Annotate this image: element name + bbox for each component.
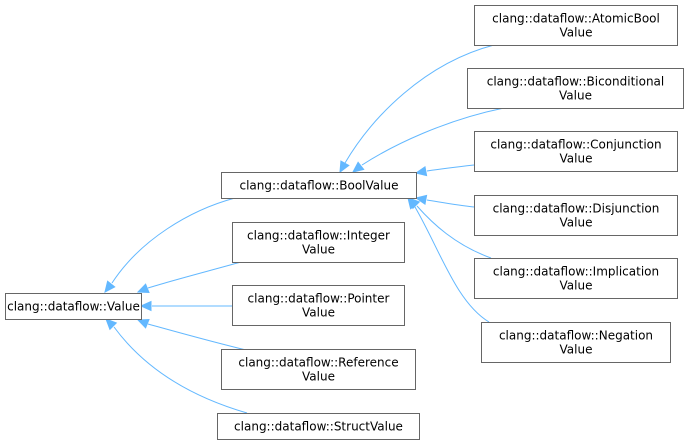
arrowhead-icon — [136, 318, 150, 329]
edge-line — [414, 206, 490, 323]
class-node-label-line: clang::dataflow::Implication — [493, 265, 659, 279]
edge-boolvalue-to-value — [104, 197, 236, 293]
arrowhead-icon — [352, 161, 365, 173]
edge-line — [147, 261, 242, 289]
class-node-label-line: Value — [560, 216, 593, 230]
class-node-label-line: Value — [302, 306, 335, 320]
class-node-label-line: clang::dataflow::Conjunction — [490, 138, 661, 152]
class-node-box — [481, 322, 671, 363]
class-node-label-line: clang::dataflow::StructValue — [234, 420, 403, 434]
edges-layer — [104, 44, 505, 414]
class-node-label-line: clang::dataflow::Negation — [499, 329, 653, 343]
edge-integer-to-value — [136, 261, 242, 294]
class-node-label-line: clang::dataflow::Integer — [247, 229, 390, 243]
edge-line — [113, 326, 248, 414]
edge-line — [111, 197, 236, 284]
class-node-label-line: Value — [560, 152, 593, 166]
arrowhead-icon — [105, 318, 118, 331]
class-node-label-line: clang::dataflow::Biconditional — [487, 75, 665, 89]
edge-atomicbool-to-boolvalue — [339, 44, 495, 174]
class-node-box — [232, 222, 405, 263]
arrowhead-icon — [139, 300, 152, 312]
class-node-box — [5, 293, 142, 320]
class-node-value[interactable]: clang::dataflow::Value — [5, 293, 142, 320]
class-node-label-line: Value — [560, 343, 593, 357]
edge-biconditional-to-boolvalue — [352, 107, 505, 173]
arrowhead-icon — [104, 280, 116, 293]
class-node-box — [232, 285, 405, 326]
class-node-box — [474, 195, 678, 236]
class-node-label-line: Value — [560, 26, 593, 40]
edge-pointer-to-value — [139, 300, 232, 312]
class-node-box — [221, 172, 417, 199]
class-node-box — [474, 131, 678, 172]
edge-structvalue-to-value — [105, 318, 248, 414]
class-node-box — [474, 5, 678, 46]
arrowhead-icon — [339, 160, 350, 174]
class-node-label-line: Value — [559, 89, 592, 103]
class-node-label-line: clang::dataflow::Disjunction — [493, 202, 660, 216]
nodes-layer: clang::dataflow::Value clang::dataflow::B… — [5, 5, 684, 440]
arrowhead-icon — [136, 283, 150, 294]
edge-line — [147, 323, 247, 351]
class-node-label-line: clang::dataflow::BoolValue — [240, 179, 399, 193]
edge-negation-to-boolvalue — [407, 197, 490, 323]
class-node-box — [217, 413, 420, 440]
arrowhead-icon — [414, 194, 428, 206]
edge-conjunction-to-boolvalue — [414, 164, 475, 177]
edge-line — [416, 205, 492, 259]
arrowhead-icon — [414, 165, 428, 177]
class-node-box — [221, 349, 416, 390]
edge-line — [426, 199, 475, 208]
class-node-label-line: Value — [302, 370, 335, 384]
edge-line — [426, 164, 475, 172]
class-node-box — [467, 68, 684, 109]
edge-line — [361, 107, 505, 166]
class-node-label-line: clang::dataflow::AtomicBool — [492, 12, 660, 26]
class-node-label-line: clang::dataflow::Reference — [238, 356, 398, 370]
edge-reference-to-value — [136, 318, 247, 351]
edge-disjunction-to-boolvalue — [414, 194, 475, 208]
class-node-label-line: clang::dataflow::Value — [7, 300, 140, 314]
class-node-label-line: clang::dataflow::Pointer — [248, 292, 390, 306]
class-node-box — [474, 258, 678, 299]
class-node-label-line: Value — [302, 243, 335, 257]
arrowhead-icon — [407, 197, 419, 210]
class-node-boolvalue[interactable]: clang::dataflow::BoolValue — [221, 172, 417, 199]
class-node-structvalue[interactable]: clang::dataflow::StructValue — [217, 413, 420, 440]
edge-line — [344, 44, 495, 164]
class-node-label-line: Value — [560, 279, 593, 293]
